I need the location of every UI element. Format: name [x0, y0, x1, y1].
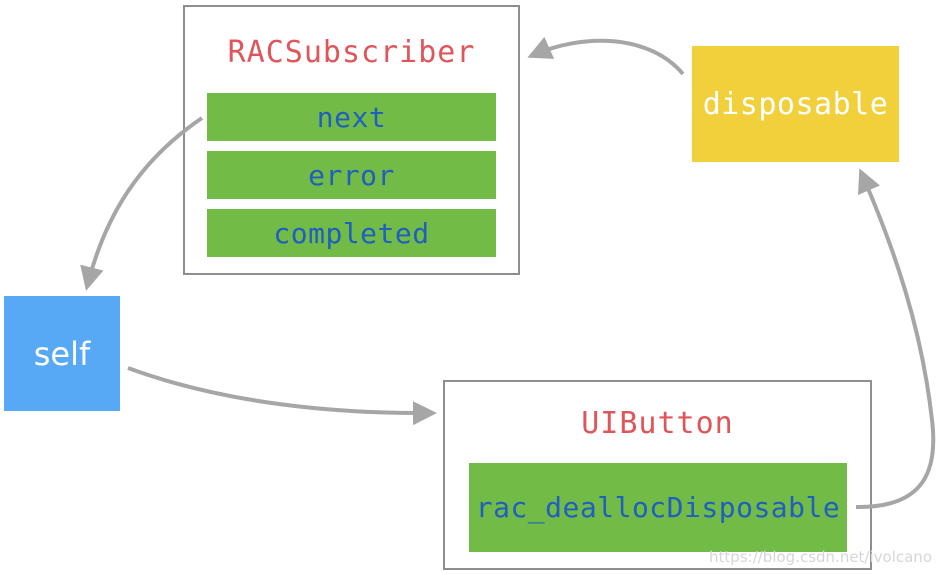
- arrow-disposable-to-subscriber: [527, 36, 685, 76]
- arrow-subscriber-to-self: [80, 116, 204, 291]
- uibutton-row-dealloc-disposable: rac_deallocDisposable: [469, 463, 847, 552]
- uibutton-box: UIButton rac_deallocDisposable: [443, 380, 872, 570]
- subscriber-row-error: error: [207, 151, 496, 199]
- watermark: https://blog.csdn.net/ivolcano: [709, 548, 932, 566]
- arrow-self-to-uibutton: [127, 366, 437, 426]
- uibutton-title: UIButton: [581, 406, 734, 441]
- rac-subscriber-box: RACSubscriber next error completed: [183, 5, 520, 275]
- subscriber-row-completed: completed: [207, 209, 496, 257]
- rac-subscriber-title: RACSubscriber: [227, 35, 476, 70]
- disposable-node: disposable: [692, 46, 899, 162]
- self-node: self: [4, 296, 120, 411]
- arrow-dealloc-to-disposable: [855, 168, 936, 510]
- subscriber-row-next: next: [207, 93, 496, 141]
